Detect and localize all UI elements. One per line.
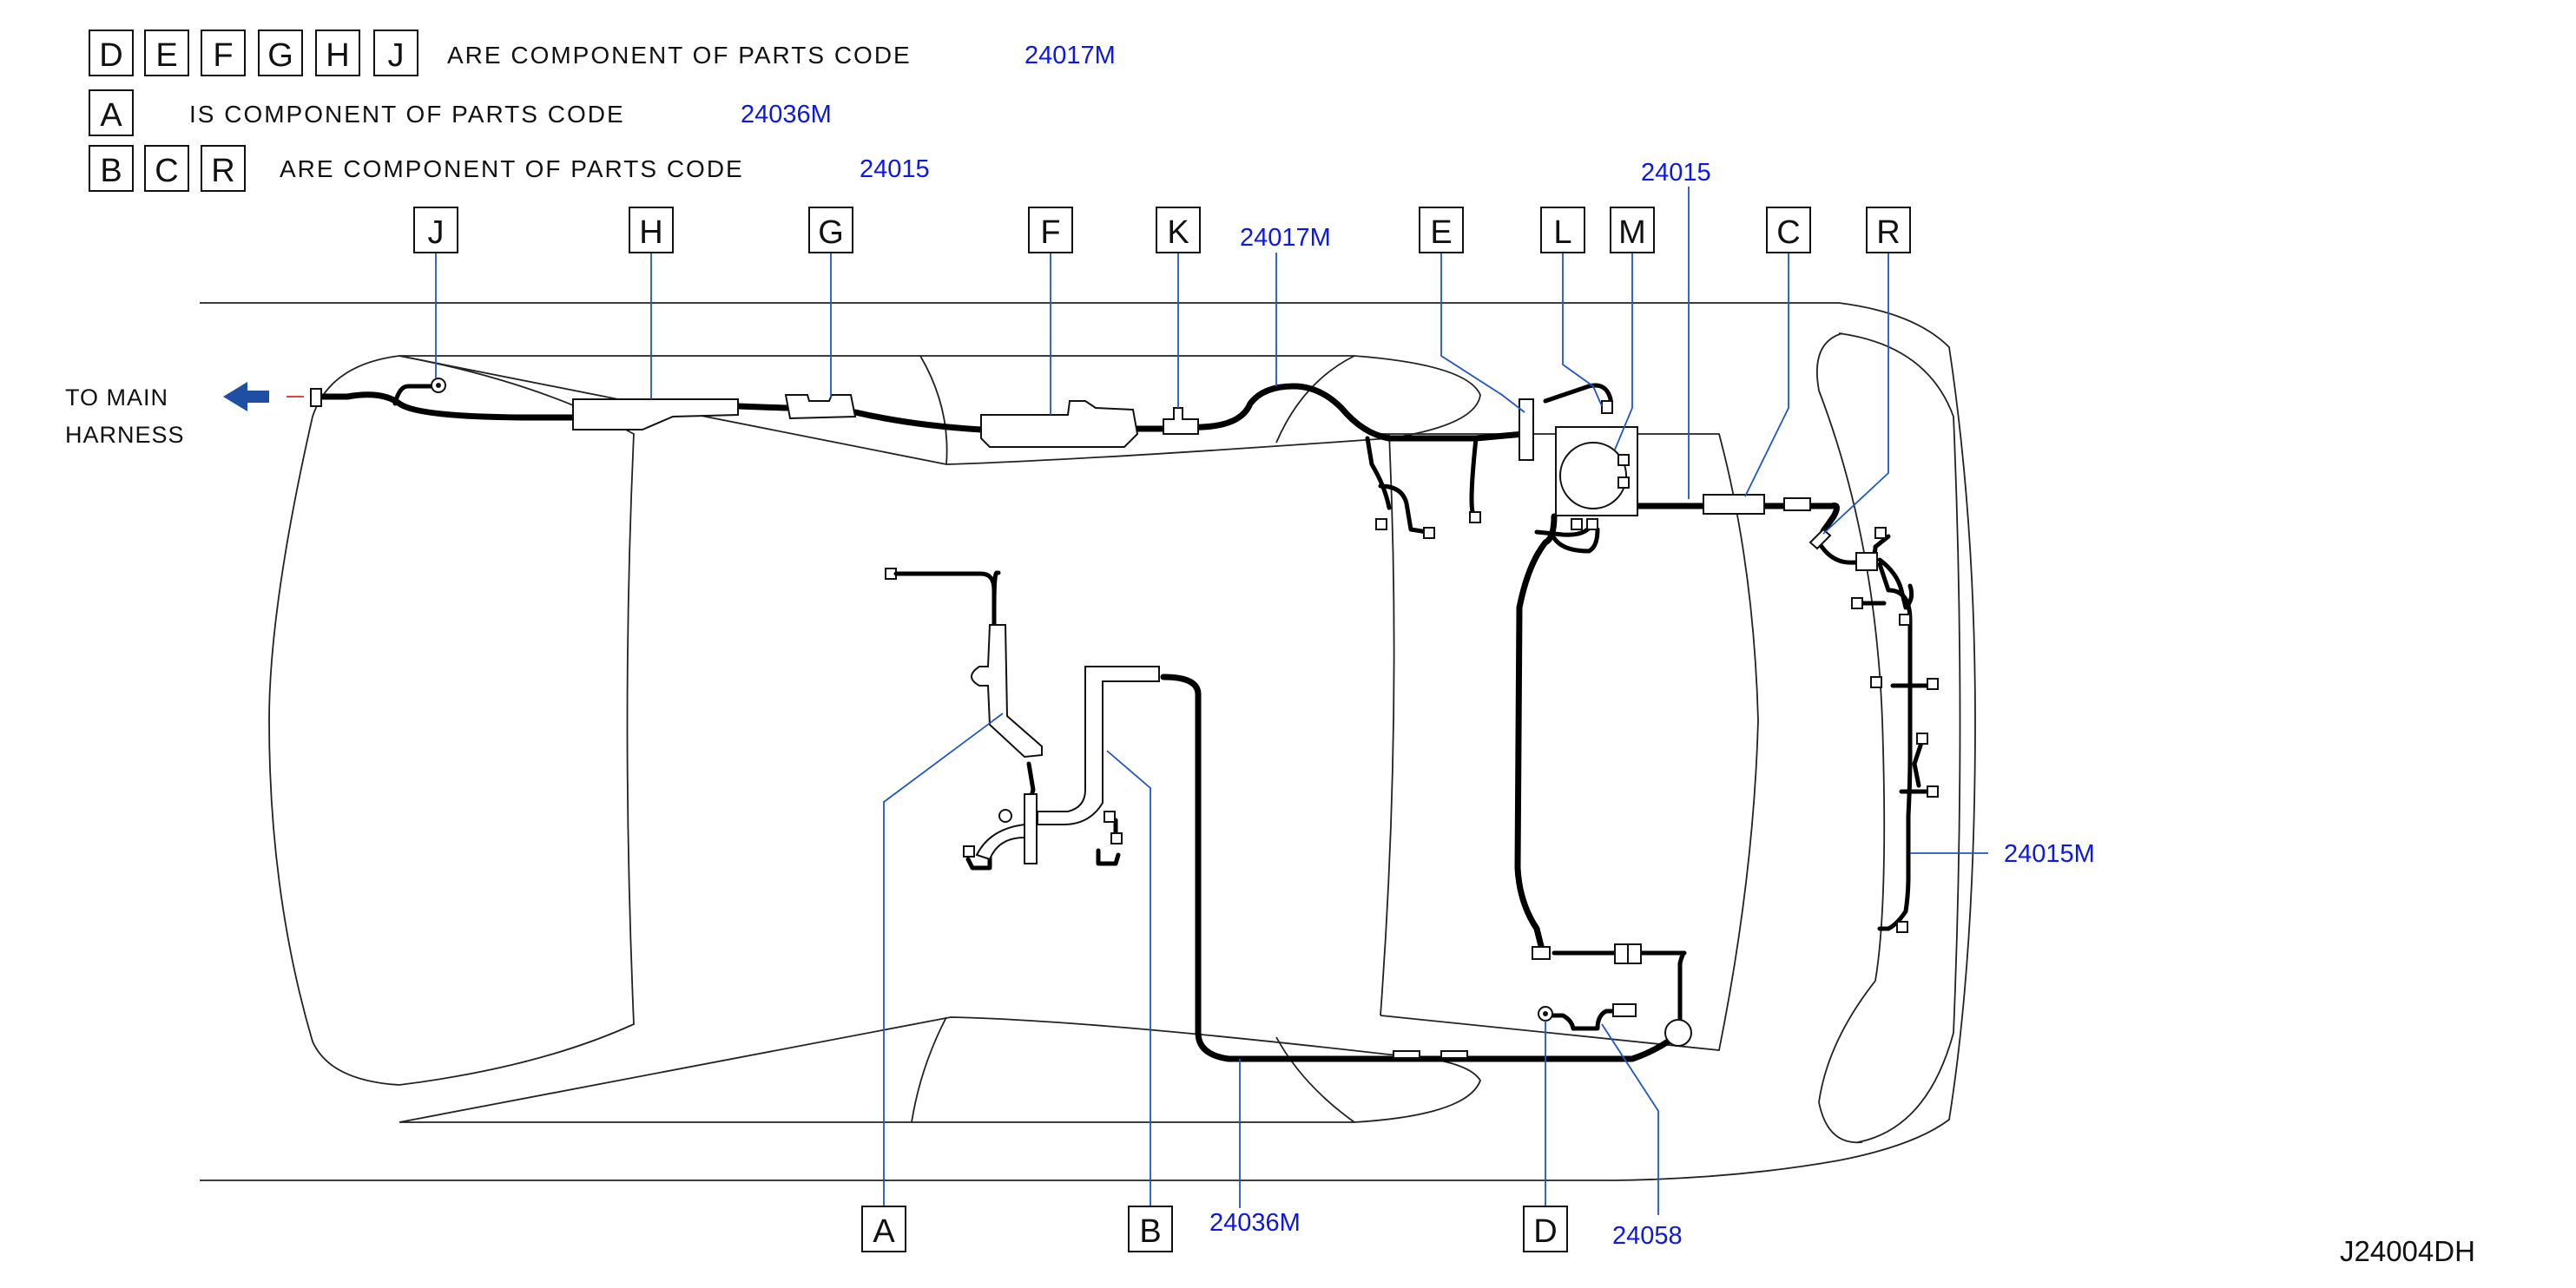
connector-r2 — [1855, 552, 1878, 571]
relay-m — [1559, 442, 1627, 509]
callouts-top: J H G F K E L M C R — [413, 207, 1911, 253]
callout-c: C — [1776, 214, 1800, 251]
leader-lines — [435, 187, 1988, 1215]
car-body-outline — [200, 302, 1976, 1181]
connector-small-3 — [1469, 511, 1481, 523]
connector-r7 — [1927, 678, 1939, 690]
code-24058: 24058 — [1612, 1222, 1683, 1250]
protector-c — [1703, 494, 1765, 515]
parts-codes: 24017M 24015 24015M 24036M 24058 — [1209, 159, 2095, 1250]
bracket-e — [1519, 398, 1534, 461]
connector-lm-2 — [1571, 518, 1583, 530]
connector-r8 — [1916, 733, 1928, 745]
protector-h — [572, 398, 739, 430]
connector-small-2 — [1423, 527, 1435, 539]
callout-h: H — [639, 214, 662, 251]
main-harness-label-line2: HARNESS — [65, 422, 185, 448]
connector-d2 — [1612, 1003, 1637, 1017]
callout-m: M — [1618, 214, 1646, 251]
main-harness-indicator: TO MAIN HARNESS — [65, 382, 304, 448]
callout-g: G — [818, 214, 844, 251]
connector-b1 — [1104, 811, 1116, 823]
wire-a-top — [893, 571, 997, 628]
legend-row-3: B C R ARE COMPONENT OF PARTS CODE 24015 — [89, 145, 930, 192]
connector-lm-3 — [1586, 518, 1598, 530]
connector-r3 — [1874, 527, 1887, 539]
callout-d: D — [1533, 1213, 1557, 1250]
ground-terminal-d-dot — [1543, 1011, 1548, 1016]
clip-bottom-2 — [1440, 1050, 1468, 1059]
harness-components — [310, 378, 1939, 1059]
legend-code: 24017M — [1024, 42, 1116, 69]
ground-terminal-a — [998, 809, 1012, 823]
protector-a — [971, 624, 1043, 759]
callout-f: F — [1040, 214, 1060, 251]
arrow-left-icon — [223, 382, 269, 411]
legend-text: ARE COMPONENT OF PARTS CODE — [280, 155, 744, 182]
legend-letter: H — [326, 37, 349, 74]
grommet-d — [1664, 1019, 1692, 1047]
legend-letter: G — [267, 37, 293, 74]
connector-lower-1 — [1532, 946, 1551, 960]
code-24015-top: 24015 — [1641, 159, 1711, 187]
callout-j: J — [428, 214, 445, 251]
protector-b — [1037, 666, 1160, 825]
legend-letter: A — [100, 97, 122, 134]
connector-b2 — [1110, 832, 1123, 844]
legend-letter: B — [100, 153, 122, 189]
legend-letter: D — [99, 37, 122, 74]
legend-letter: E — [155, 37, 177, 74]
connector-lm-4 — [1617, 454, 1630, 466]
legend-code: 24036M — [741, 101, 832, 128]
ground-terminal-j-dot — [436, 383, 441, 388]
clip-bottom-1 — [1393, 1050, 1420, 1059]
harness-wires — [314, 383, 1934, 1062]
clip-k — [1163, 407, 1199, 435]
legend-letter: C — [155, 153, 178, 189]
protector-f — [980, 400, 1139, 448]
protector-a-lower — [975, 823, 1025, 861]
code-24017m: 24017M — [1240, 224, 1331, 252]
callout-l: L — [1553, 214, 1571, 251]
code-24015m: 24015M — [2004, 840, 2095, 868]
connector-a-l — [963, 845, 975, 858]
clip-g — [784, 394, 857, 420]
legend-letter: J — [388, 37, 405, 74]
figure-id: J24004DH — [2340, 1235, 2475, 1267]
connector-r4 — [1851, 597, 1863, 609]
connector-r10 — [1896, 921, 1908, 933]
legend: D E F G H J ARE COMPONENT OF PARTS CODE … — [89, 30, 1116, 192]
legend-row-1: D E F G H J ARE COMPONENT OF PARTS CODE … — [89, 30, 1116, 76]
callout-a: A — [873, 1213, 895, 1250]
callout-e: E — [1430, 214, 1452, 251]
callout-r: R — [1876, 214, 1900, 251]
connector-l — [1601, 400, 1613, 414]
legend-text: ARE COMPONENT OF PARTS CODE — [447, 42, 912, 69]
protector-a-clip — [1024, 793, 1038, 864]
legend-letter: F — [213, 37, 233, 74]
harness-end-connector — [310, 388, 322, 407]
legend-text: IS COMPONENT OF PARTS CODE — [189, 101, 625, 128]
connector-r5 — [1899, 614, 1911, 626]
connector-lm-5 — [1617, 476, 1630, 489]
code-24036m: 24036M — [1209, 1209, 1301, 1237]
connector-small-1 — [1375, 518, 1387, 530]
callouts-bottom: A B D — [861, 1206, 1568, 1252]
legend-code: 24015 — [860, 155, 930, 183]
connector-r — [1808, 528, 1832, 550]
main-harness-label-line1: TO MAIN — [65, 384, 168, 411]
callout-k: K — [1167, 214, 1189, 251]
callout-b: B — [1139, 1213, 1161, 1250]
connector-c2 — [1783, 497, 1811, 511]
connector-r9 — [1927, 785, 1939, 798]
legend-row-2: A IS COMPONENT OF PARTS CODE 24036M — [89, 89, 832, 136]
connector-r6 — [1870, 676, 1882, 688]
legend-letter: R — [211, 153, 234, 189]
